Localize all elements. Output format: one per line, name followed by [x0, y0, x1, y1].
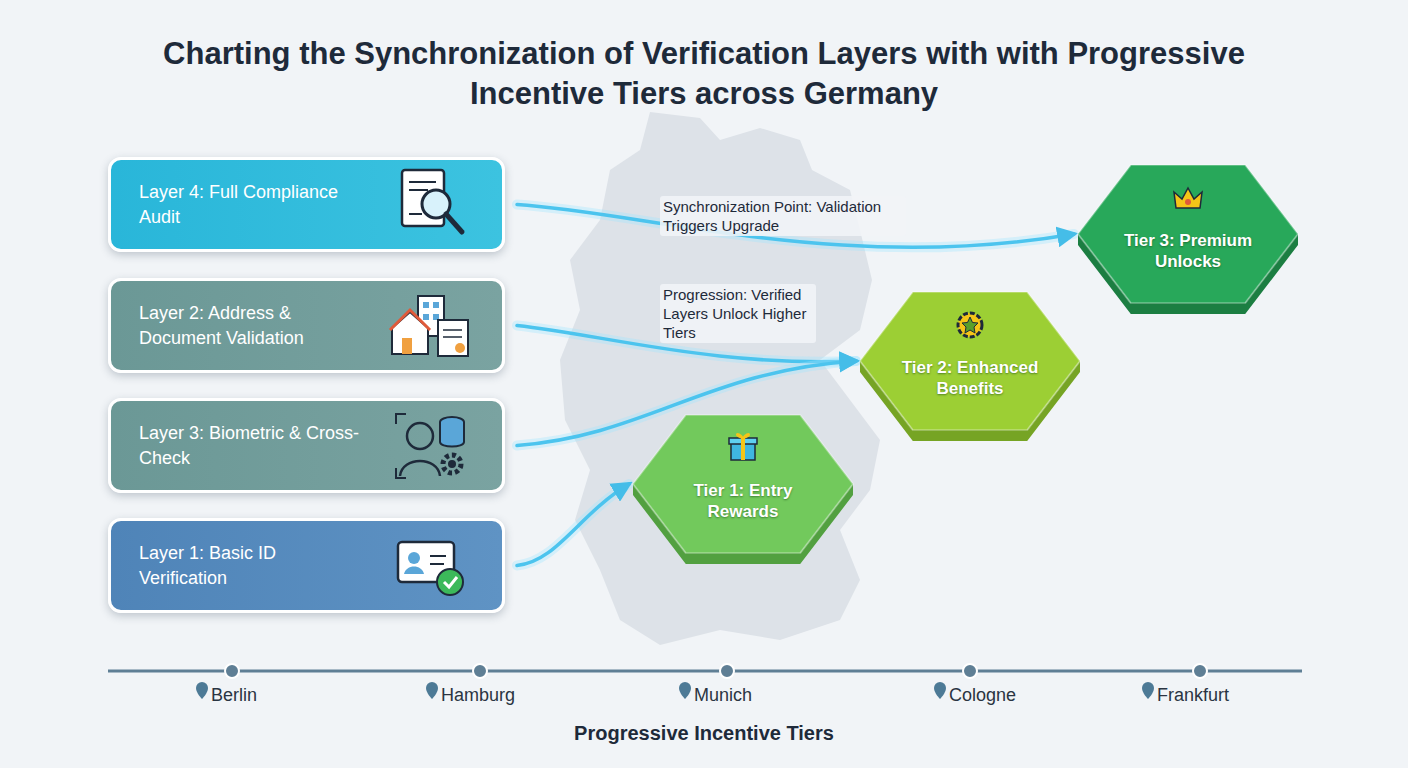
city-name: Frankfurt [1157, 685, 1229, 706]
layer-label: Layer 2: Address & Document Validation [111, 301, 369, 351]
connector [517, 484, 629, 566]
tier-label: Tier 1: Entry Rewards [658, 480, 828, 522]
address-document-icon [388, 292, 474, 360]
gift-icon [727, 430, 759, 462]
city-name: Munich [694, 685, 752, 706]
timeline-axis [108, 670, 1302, 673]
connector-label: Synchronization Point: Validation Trigge… [660, 196, 906, 236]
audit-icon [398, 166, 470, 242]
city-name: Berlin [211, 685, 257, 706]
layer-label: Layer 4: Full Compliance Audit [111, 180, 369, 230]
axis-caption: Progressive Incentive Tiers [574, 722, 834, 745]
diagram-title: Charting the Synchronization of Verifica… [104, 34, 1304, 114]
connector-glow [517, 484, 629, 566]
tier-hexagon: Tier 3: Premium Unlocks [1078, 165, 1298, 303]
crown-icon [1173, 186, 1203, 212]
tier-label: Tier 2: Enhanced Benefits [885, 357, 1055, 399]
connector-line [517, 484, 629, 566]
germany-map [560, 112, 880, 645]
tier-label: Tier 3: Premium Unlocks [1103, 230, 1273, 272]
tier-hexagon: Tier 1: Entry Rewards [633, 415, 853, 553]
hexagon-face [860, 292, 1080, 430]
connector-label: Progression: Verified Layers Unlock High… [660, 284, 816, 343]
city-name: Cologne [949, 685, 1016, 706]
biometric-icon [392, 410, 472, 482]
star-gear-icon [954, 309, 986, 341]
hexagon-face [1078, 165, 1298, 303]
layer-label: Layer 1: Basic ID Verification [111, 541, 369, 591]
layer-label: Layer 3: Biometric & Cross-Check [111, 421, 369, 471]
hexagon-face [633, 415, 853, 553]
timeline-dots [225, 664, 1207, 678]
city-name: Hamburg [441, 685, 515, 706]
id-card-icon [394, 534, 468, 598]
